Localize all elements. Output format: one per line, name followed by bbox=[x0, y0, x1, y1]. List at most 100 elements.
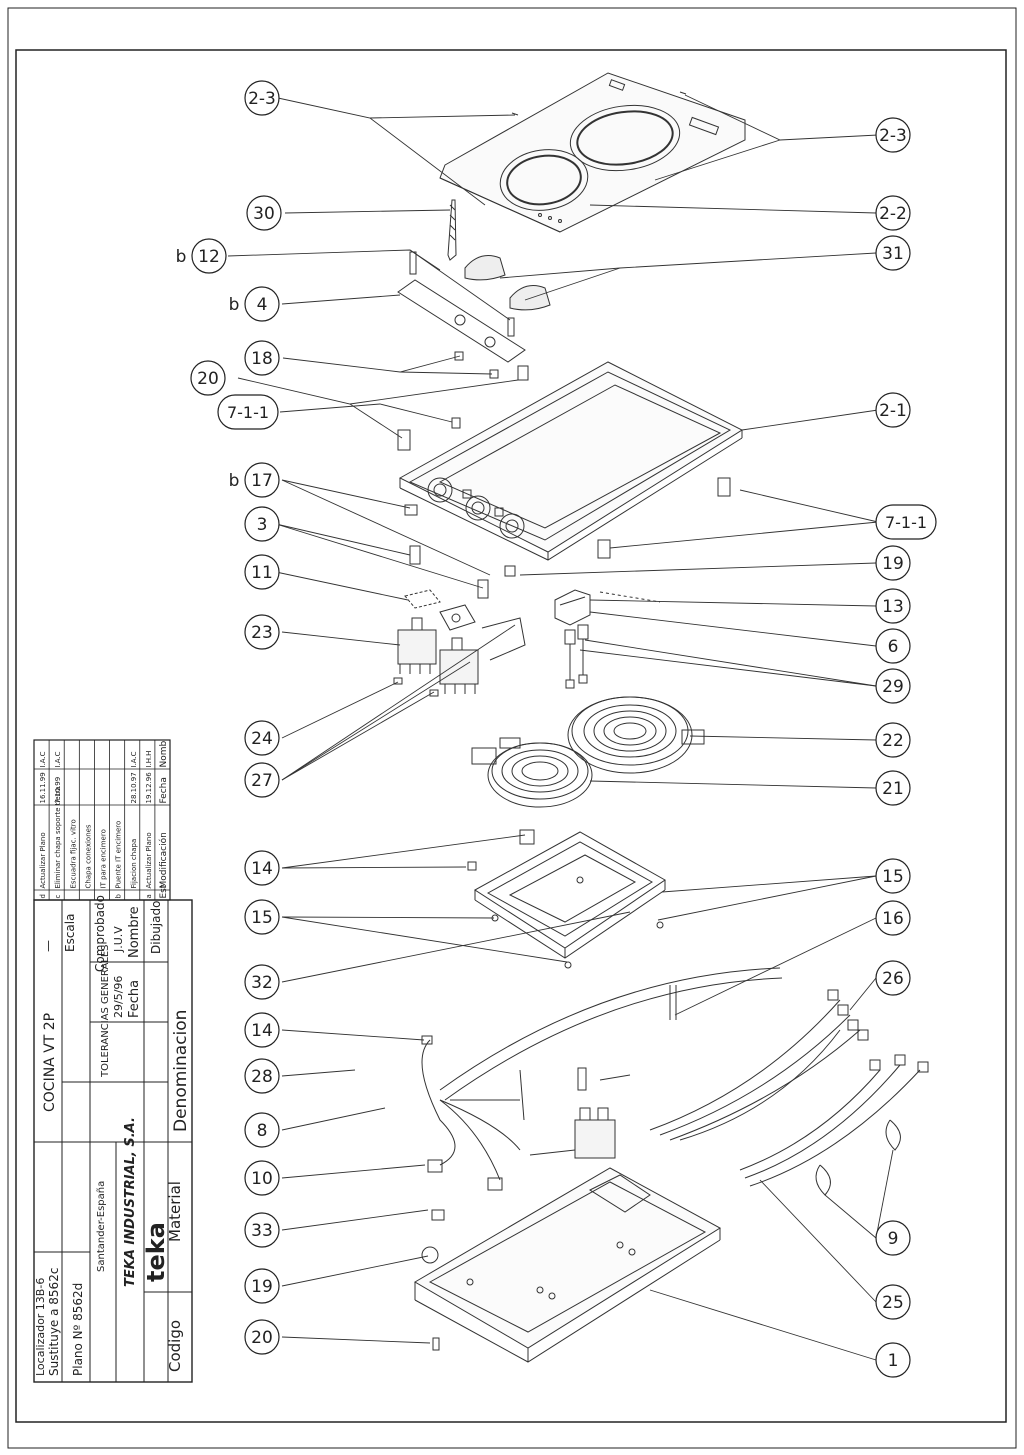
callout-label: 19 bbox=[251, 1277, 273, 1297]
callout-c26: 15 bbox=[875, 858, 911, 894]
callout-bubble bbox=[875, 722, 911, 758]
label-nombre: Nombre bbox=[127, 906, 142, 958]
callout-c5: 12b bbox=[176, 238, 227, 274]
callout-bubble bbox=[191, 238, 227, 274]
callout-label: 2-3 bbox=[248, 89, 276, 109]
revision-cell-modificacion: Escuadra fijac. vitro bbox=[69, 819, 77, 888]
callout-label: 25 bbox=[882, 1293, 904, 1313]
label-codigo: Codigo bbox=[166, 1320, 184, 1372]
terminal-block bbox=[574, 1067, 616, 1159]
revision-cell-fecha: 7.10.99 bbox=[54, 777, 62, 804]
value-fecha: 29/5/96 bbox=[112, 976, 125, 1018]
knobs bbox=[464, 255, 551, 311]
sensor-rod bbox=[447, 199, 457, 261]
revision-cell-nombre: I.A.C bbox=[130, 751, 138, 767]
callout-label: 2-1 bbox=[879, 401, 907, 421]
callout-bubble bbox=[244, 1319, 280, 1355]
outer-border bbox=[7, 7, 1017, 1449]
callout-label: 24 bbox=[251, 729, 273, 749]
callout-bubble bbox=[190, 360, 226, 396]
callout-bubble bbox=[244, 720, 280, 756]
callout-label: 14 bbox=[251, 1021, 273, 1041]
value-nombre: J.U.V bbox=[112, 926, 125, 953]
callout-bubble bbox=[875, 1342, 911, 1378]
drawing-frame bbox=[15, 49, 1007, 1423]
radiant-element-small bbox=[471, 737, 593, 808]
callout-c10: 7-1-1 bbox=[217, 394, 279, 430]
callout-c3: 30 bbox=[246, 195, 282, 231]
revision-cell-modificacion: Chapa conexiones bbox=[84, 824, 92, 888]
label-dibujado: Dibujado bbox=[149, 901, 163, 954]
callout-label: 31 bbox=[882, 244, 904, 264]
callout-c11: 2-1 bbox=[875, 392, 911, 428]
callout-label: 3 bbox=[257, 515, 268, 535]
callout-label: 28 bbox=[251, 1067, 273, 1087]
callout-label: 20 bbox=[251, 1328, 273, 1348]
callout-c38: 25 bbox=[875, 1284, 911, 1320]
localizador: Localizador 13B-6 bbox=[34, 1278, 47, 1376]
callout-bubble bbox=[875, 195, 911, 231]
revision-cell-est: c bbox=[54, 895, 62, 899]
callout-c17: 13 bbox=[875, 588, 911, 624]
callout-c40: 1 bbox=[875, 1342, 911, 1378]
callout-c6: 31 bbox=[875, 235, 911, 271]
callout-c28: 16 bbox=[875, 900, 911, 936]
callout-c9: 20 bbox=[190, 360, 226, 396]
callout-label: 13 bbox=[882, 597, 904, 617]
callout-bubble bbox=[244, 554, 280, 590]
leader-lines bbox=[227, 94, 894, 1361]
callout-label: 9 bbox=[888, 1229, 899, 1249]
limiters bbox=[564, 624, 589, 689]
revision-cell-nombre: Nomb bbox=[159, 740, 169, 767]
power-cable bbox=[421, 967, 783, 1191]
callout-bubble bbox=[244, 1112, 280, 1148]
callout-c2: 2-3 bbox=[875, 117, 911, 153]
callout-bubble bbox=[875, 235, 911, 271]
label-denominacion: Denominacion bbox=[171, 1010, 191, 1132]
callout-label: 1 bbox=[888, 1351, 899, 1371]
callout-c31: 14 bbox=[244, 1012, 280, 1048]
plano-number: Plano Nº 8562d bbox=[71, 1283, 85, 1376]
callout-label: 29 bbox=[882, 677, 904, 697]
callout-label: 2-2 bbox=[879, 204, 907, 224]
company-logo: teka bbox=[142, 1222, 170, 1282]
revision-cell-fecha: 16.11.99 bbox=[39, 772, 47, 803]
label-tolerancias: TOLERANCIAS GENERALES bbox=[100, 944, 111, 1078]
drawing-name: COCINA VT 2P bbox=[42, 1013, 58, 1112]
revision-cell-modificacion: Modificación bbox=[158, 832, 169, 888]
callout-label: 14 bbox=[251, 859, 273, 879]
revision-cell-modificacion: Puente IT encimero bbox=[115, 821, 123, 889]
callout-c15: 19 bbox=[875, 545, 911, 581]
label-escala: Escala bbox=[63, 914, 77, 952]
value-escala: — bbox=[41, 940, 55, 952]
label-fecha: Fecha bbox=[127, 980, 142, 1018]
callout-label: 7-1-1 bbox=[885, 513, 927, 532]
energy-regulators bbox=[393, 617, 526, 697]
callout-c36: 33 bbox=[244, 1212, 280, 1248]
callout-label: 22 bbox=[882, 731, 904, 751]
callout-bubble bbox=[244, 899, 280, 935]
callout-bubble bbox=[244, 1212, 280, 1248]
callout-label: 27 bbox=[251, 771, 273, 791]
callout-bubble bbox=[875, 117, 911, 153]
callout-label: 15 bbox=[882, 867, 904, 887]
callout-c22: 22 bbox=[875, 722, 911, 758]
revision-cell-modificacion: Eliminar chapa soporte tierra bbox=[54, 786, 62, 888]
revision-cell-nombre: I.H.H bbox=[145, 751, 153, 768]
callout-bubble bbox=[244, 1160, 280, 1196]
callout-label: 17 bbox=[251, 471, 273, 491]
callout-label: 19 bbox=[882, 554, 904, 574]
callout-bubble bbox=[244, 286, 280, 322]
callout-bubble bbox=[875, 588, 911, 624]
callout-c21: 24 bbox=[244, 720, 280, 756]
callout-c24: 21 bbox=[875, 770, 911, 806]
revision-cell-modificacion: IT para encimero bbox=[100, 829, 108, 888]
callout-label: 23 bbox=[251, 623, 273, 643]
callout-c34: 10 bbox=[244, 1160, 280, 1196]
callout-bubble bbox=[875, 770, 911, 806]
callout-bubble bbox=[875, 858, 911, 894]
title-block: Codigo Material Denominacion teka TEKA I… bbox=[33, 895, 193, 1383]
callout-c13: 7-1-1 bbox=[875, 504, 937, 540]
